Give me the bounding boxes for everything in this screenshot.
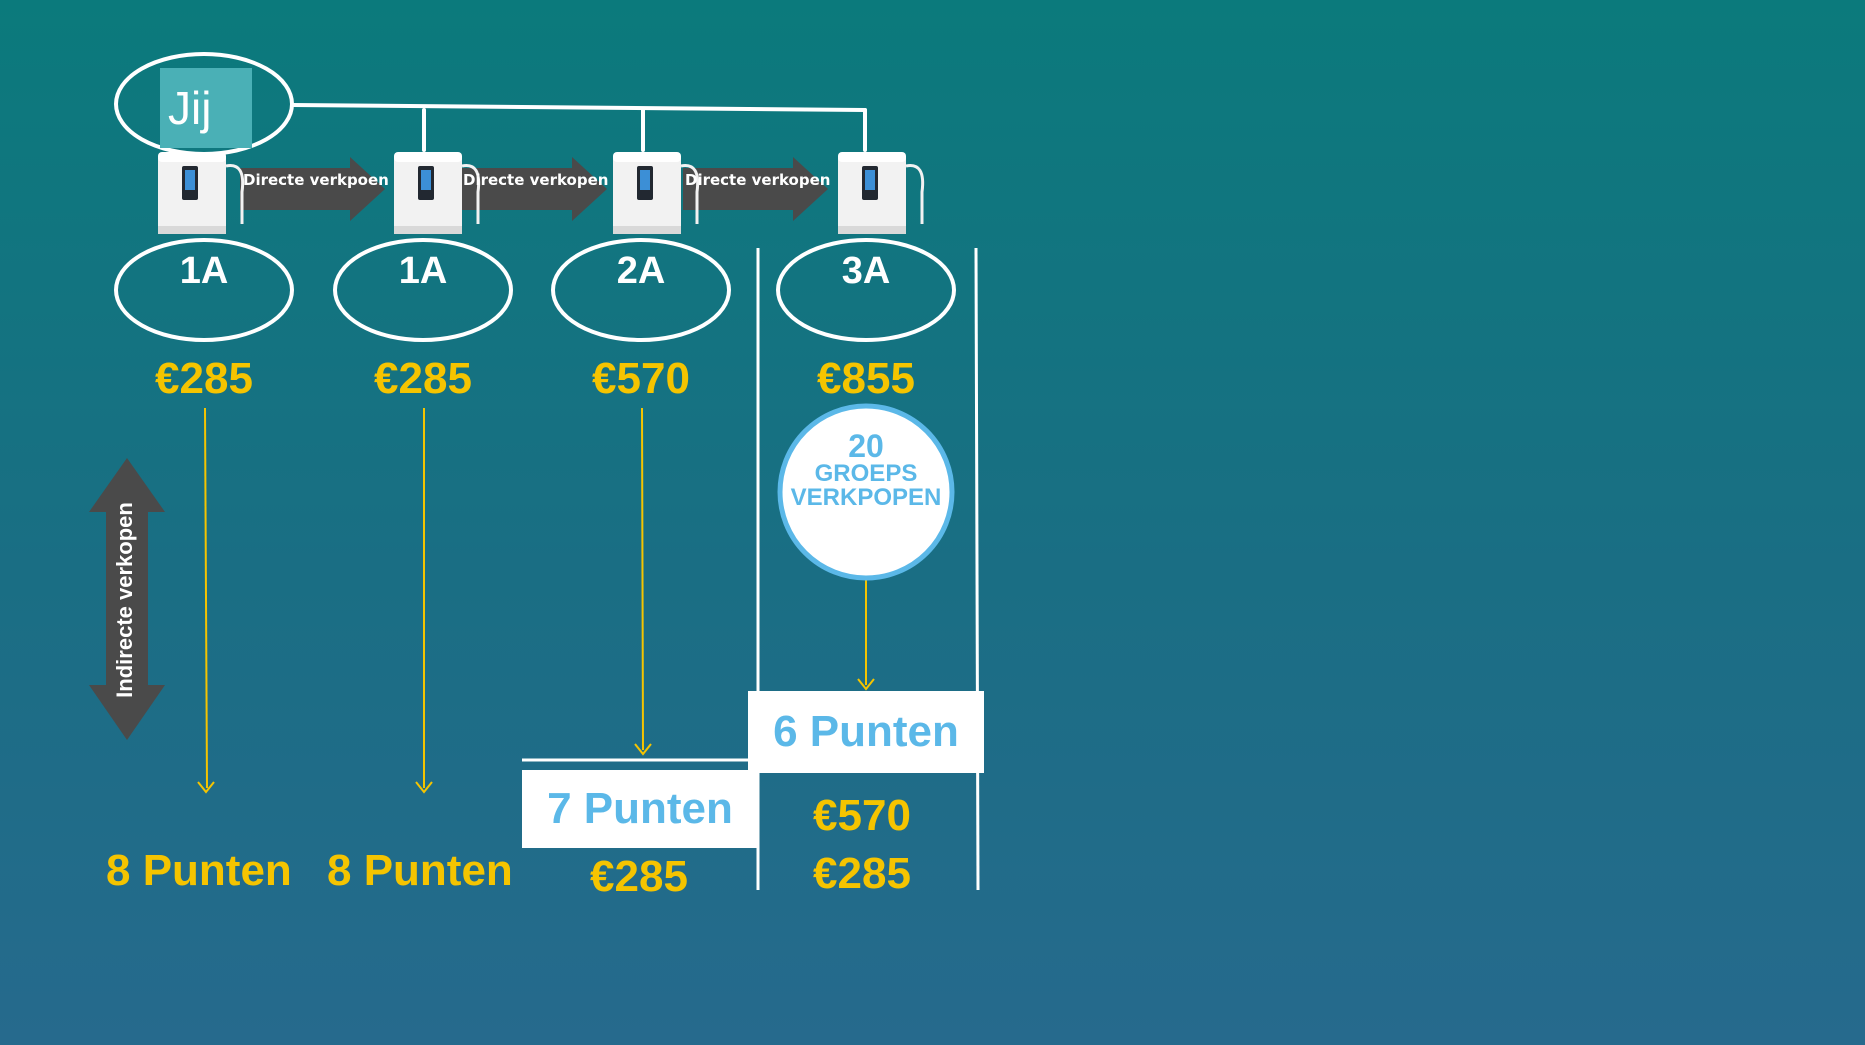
device-icons	[158, 152, 925, 234]
water-ionizer-icon	[158, 152, 245, 234]
jij-label: Jij	[160, 68, 252, 148]
node-oval-3	[551, 238, 731, 342]
node-label-1: 1A	[179, 250, 229, 292]
price-col3-bottom: €285	[590, 852, 688, 901]
node-label-2: 1A	[398, 250, 448, 292]
sponsor-connectors	[290, 103, 867, 152]
water-ionizer-icon	[838, 152, 925, 234]
column-brackets	[522, 247, 980, 891]
direct-arrow-label-2: Directe verkopen	[463, 171, 609, 189]
price-col4-2: €285	[813, 849, 911, 898]
group-sales-line2: VERKPOPEN	[790, 484, 942, 511]
group-sales-number: 20	[848, 428, 884, 464]
node-price-4: €855	[817, 354, 915, 403]
node-label-3: 2A	[616, 250, 666, 292]
node-price-3: €570	[592, 354, 690, 403]
direct-sale-arrows	[240, 157, 828, 221]
direct-arrow-label-3: Directe verkopen	[685, 171, 831, 189]
node-oval-2	[333, 238, 513, 342]
punten-col1: 8 Punten	[106, 846, 292, 895]
node-price-1: €285	[155, 354, 253, 403]
direct-arrow-1	[240, 157, 385, 221]
punten-col2: 8 Punten	[327, 846, 513, 895]
direct-arrow-label-1: Directe verkpoen	[243, 171, 389, 189]
node-price-2: €285	[374, 354, 472, 403]
node-label-4: 3A	[841, 250, 891, 292]
price-col4-1: €570	[813, 791, 911, 840]
node-oval-1	[114, 238, 294, 342]
flow-lines	[197, 407, 875, 794]
indirect-sales-label: Indirecte verkopen	[112, 502, 137, 698]
group-sales-line1: GROEPS	[814, 460, 918, 487]
direct-arrow-3	[683, 157, 828, 221]
group-sales-bubble	[777, 403, 955, 581]
punten-box-col4: 6 Punten	[748, 691, 984, 773]
direct-arrow-2	[462, 157, 607, 221]
indirect-double-arrow	[89, 458, 165, 740]
water-ionizer-icon	[394, 152, 481, 234]
punten-box-col3: 7 Punten	[522, 770, 758, 848]
water-ionizer-icon	[613, 152, 700, 234]
node-oval-4	[776, 238, 956, 342]
